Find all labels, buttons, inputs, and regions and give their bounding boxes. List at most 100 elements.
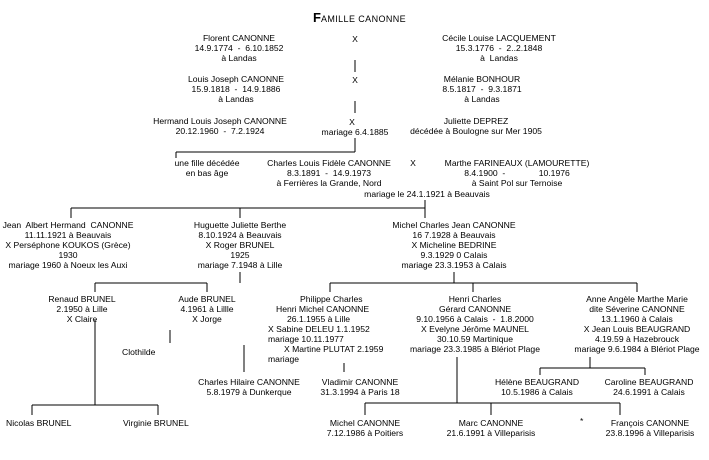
- person-clothilde: Clothilde: [122, 347, 156, 357]
- person-marriage: mariage 23.3.1953 à Calais: [401, 260, 507, 270]
- person-dates: 4.1961 à Lillle: [180, 304, 234, 314]
- person-marriage: mariage 9.6.1984 à Blériot Plage: [574, 344, 700, 354]
- person-dates: 15.3.1776 - 2..2.1848: [455, 43, 543, 53]
- person-nicolas-brunel: Nicolas BRUNEL: [6, 418, 72, 428]
- person-dates: 8.3.1891 - 14.9.1973: [286, 168, 372, 178]
- person-dates: 2.1950 à Lille: [56, 304, 108, 314]
- person-marriage: mariage 1960 à Noeux les Auxi: [8, 260, 128, 270]
- marriage-x: X: [352, 75, 358, 85]
- person-dates: 8.10.1924 à Beauvais: [198, 230, 282, 240]
- person-spouse: X Micheline BEDRINE: [411, 240, 497, 250]
- person-spouse: X Jorge: [192, 314, 222, 324]
- person-dates: 15.9.1818 - 14.9.1886: [191, 84, 281, 94]
- person-spouse: X Sabine DELEU 1.1.1952: [268, 324, 370, 334]
- person-dates: 9.10.1956 à Calais - 1.8.2000: [416, 314, 534, 324]
- person-name: Vladimir CANONNE: [321, 377, 399, 387]
- person-name: Hermand Louis Joseph CANONNE: [153, 116, 287, 126]
- person-place: à Ferrières la Grande, Nord: [276, 178, 382, 188]
- person-name: Aude BRUNEL: [178, 294, 236, 304]
- person-name: Michel Charles Jean CANONNE: [392, 220, 516, 230]
- person-spouse: X Claire: [66, 314, 98, 324]
- person-name-cont: Henri Michel CANONNE: [276, 304, 370, 314]
- person-name: Philippe Charles: [300, 294, 363, 304]
- person-place: décédée à Boulogne sur Mer 1905: [410, 126, 542, 136]
- person-name: Jean Albert Hermand CANONNE: [2, 220, 134, 230]
- person-spouse: X Perséphone KOUKOS (Grèce): [5, 240, 131, 250]
- marriage-x: X: [349, 117, 355, 127]
- marriage-date-1921: mariage le 24.1.1921 à Beauvais: [364, 189, 490, 199]
- person-name: Anne Angèle Marthe Marie: [586, 294, 688, 304]
- person-dates: 20.12.1960 - 7.2.1924: [175, 126, 265, 136]
- person-name: Louis Joseph CANONNE: [187, 74, 285, 84]
- person-marriage: mariage 7.1948 à Lille: [197, 260, 283, 270]
- person-dates: 13.1.1960 à Calais: [601, 314, 673, 324]
- person-marthe-farineaux: Marthe FARINEAUX (LAMOURETTE)8.4.1900 - …: [445, 158, 590, 188]
- person-spouse: X Evelyne Jérôme MAUNEL: [421, 324, 529, 334]
- person-name: Florent CANONNE: [202, 33, 276, 43]
- person-dates: 11.11.1921 à Beauvais: [24, 230, 112, 240]
- person-place: à Landas: [218, 94, 254, 104]
- person-name: Mélanie BONHOUR: [443, 74, 521, 84]
- person-dates: 5.8.1979 à Dunkerque: [206, 387, 292, 397]
- marriage-x: X: [352, 34, 358, 44]
- person-place: à Landas: [480, 53, 518, 63]
- person-marriage: mariage 10.11.1977: [268, 334, 344, 344]
- person-dates: 23.8.1996 à Villeparisis: [605, 428, 695, 438]
- person-marriage-2: mariage: [268, 354, 300, 364]
- person-virginie-brunel: Virginie BRUNEL: [123, 418, 189, 428]
- person-name: Cécile Louise LACQUEMENT: [442, 33, 556, 43]
- person-spouse-date: 1925: [230, 250, 250, 260]
- person-dates: 14.9.1774 - 6.10.1852: [194, 43, 284, 53]
- title-initial: F: [313, 10, 321, 25]
- person-name: Marc CANONNE: [458, 418, 524, 428]
- person-name: Charles Hilaire CANONNE: [198, 377, 300, 387]
- person-name: Caroline BEAUGRAND: [604, 377, 694, 387]
- person-spouse-2: X Martine PLUTAT 2.1959: [284, 344, 384, 354]
- person-name: Charles Louis Fidèle CANONNE: [267, 158, 391, 168]
- title-rest: AMILLE CANONNE: [320, 14, 407, 24]
- person-marriage: mariage 23.3.1985 à Blériot Plage: [410, 344, 540, 354]
- person-spouse-date: 4.19.59 à Hazebrouck: [594, 334, 680, 344]
- person-name: Huguette Juliette Berthe: [193, 220, 287, 230]
- person-name: une fille décédée: [174, 158, 240, 168]
- person-dates: 8.4.1900 - 10.1976: [464, 168, 570, 178]
- person-name-cont: dite Séverine CANONNE: [589, 304, 685, 314]
- person-name: Marthe FARINEAUX (LAMOURETTE): [444, 158, 590, 168]
- person-place: à Landas: [464, 94, 500, 104]
- person-dates: 31.3.1994 à Paris 18: [320, 387, 400, 397]
- star-marker: *: [580, 416, 584, 426]
- person-dates: 8.5.1817 - 9.3.1871: [442, 84, 522, 94]
- person-spouse: X Roger BRUNEL: [205, 240, 275, 250]
- person-dates: 7.12.1986 à Poitiers: [326, 428, 404, 438]
- person-dates: 24.6.1991 à Calais: [613, 387, 685, 397]
- person-spouse-date: 1930: [58, 250, 78, 260]
- marriage-x: X: [410, 158, 416, 168]
- person-name: Hélène BEAUGRAND: [494, 377, 580, 387]
- person-dates: 26.1.1955 à Lille: [287, 314, 351, 324]
- person-name: Renaud BRUNEL: [48, 294, 116, 304]
- page-title: FAMILLE CANONNE: [313, 10, 406, 25]
